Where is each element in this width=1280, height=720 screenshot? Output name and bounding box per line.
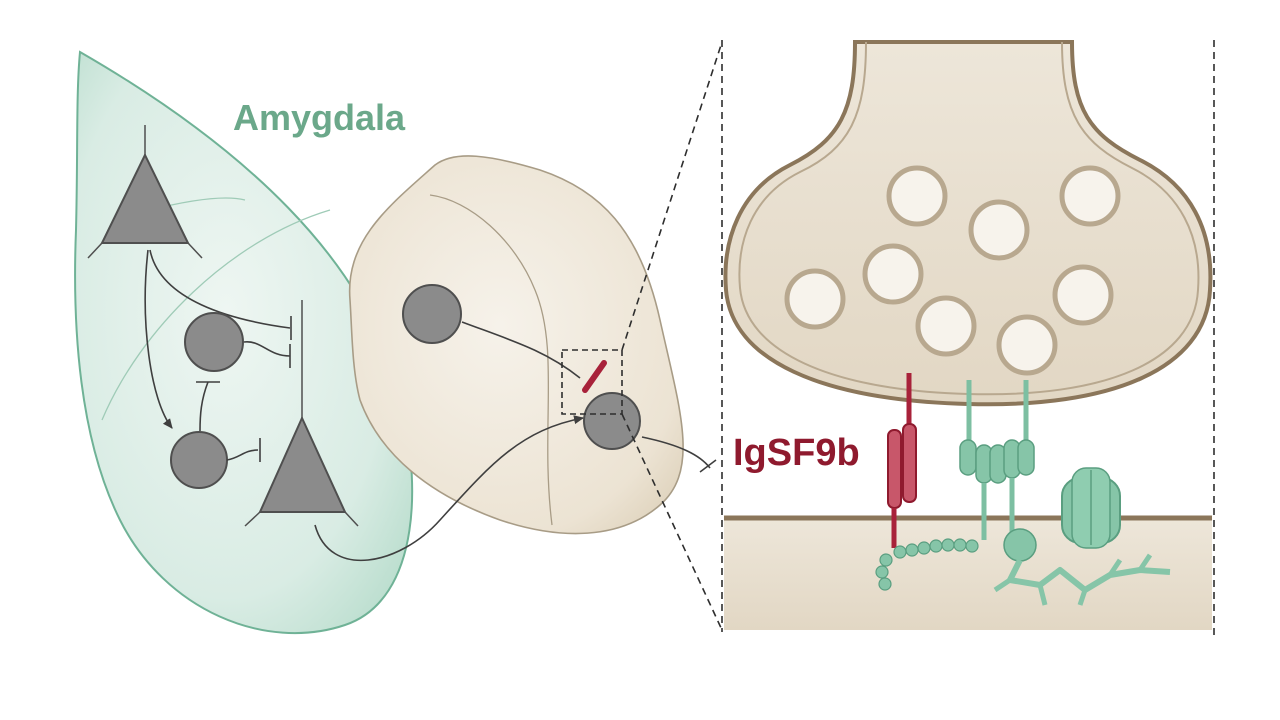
pyramidal-neuron-lower [244, 300, 359, 527]
synaptic-vesicles [784, 165, 1121, 376]
igsf9b-marker [582, 360, 607, 393]
zoom-line-top [621, 41, 723, 351]
amygdala-region: Amygdala [74, 50, 414, 635]
adhesion-complex [959, 380, 1035, 540]
vesicle [915, 295, 977, 357]
receptor-channel [1061, 467, 1121, 549]
synapse-panel [721, 40, 1215, 636]
vesicle [886, 165, 948, 227]
interneuron-link [199, 381, 209, 432]
target-nucleus [348, 155, 717, 535]
pyramidal-neuron-upper [87, 125, 203, 259]
interneuron-upper [184, 312, 244, 372]
nucleus-neuron-axon [461, 321, 581, 379]
target-neuron-axon [641, 436, 711, 469]
amygdala-subdivision-line [101, 209, 331, 421]
zoom-line-bottom [621, 413, 723, 631]
interneuron-lower-axon [226, 449, 259, 461]
vesicle [784, 268, 846, 330]
nucleus-neuron-target [583, 392, 641, 450]
region-label: Amygdala [233, 97, 406, 138]
axon-upper-to-interneuron [144, 249, 173, 429]
projection-axon [314, 415, 585, 562]
protein-label: IgSF9b [733, 432, 860, 474]
scaffold-chain [875, 528, 1171, 606]
vesicle [996, 314, 1058, 376]
vesicle [968, 199, 1030, 261]
postsynaptic-cell [724, 520, 1212, 630]
zoom-box [561, 349, 623, 415]
nucleus-inner-boundary [429, 194, 553, 526]
vesicle [1059, 165, 1121, 227]
nucleus-neuron-upper [402, 284, 462, 344]
presynaptic-bouton [723, 40, 1213, 407]
axon-upper-to-lower [149, 249, 291, 329]
vesicle [1052, 264, 1114, 326]
interneuron-upper-axon [243, 341, 291, 357]
igsf9b-protein [887, 373, 917, 548]
interneuron-lower [170, 431, 228, 489]
vesicle [862, 243, 924, 305]
scaffold-hub [1003, 528, 1037, 562]
